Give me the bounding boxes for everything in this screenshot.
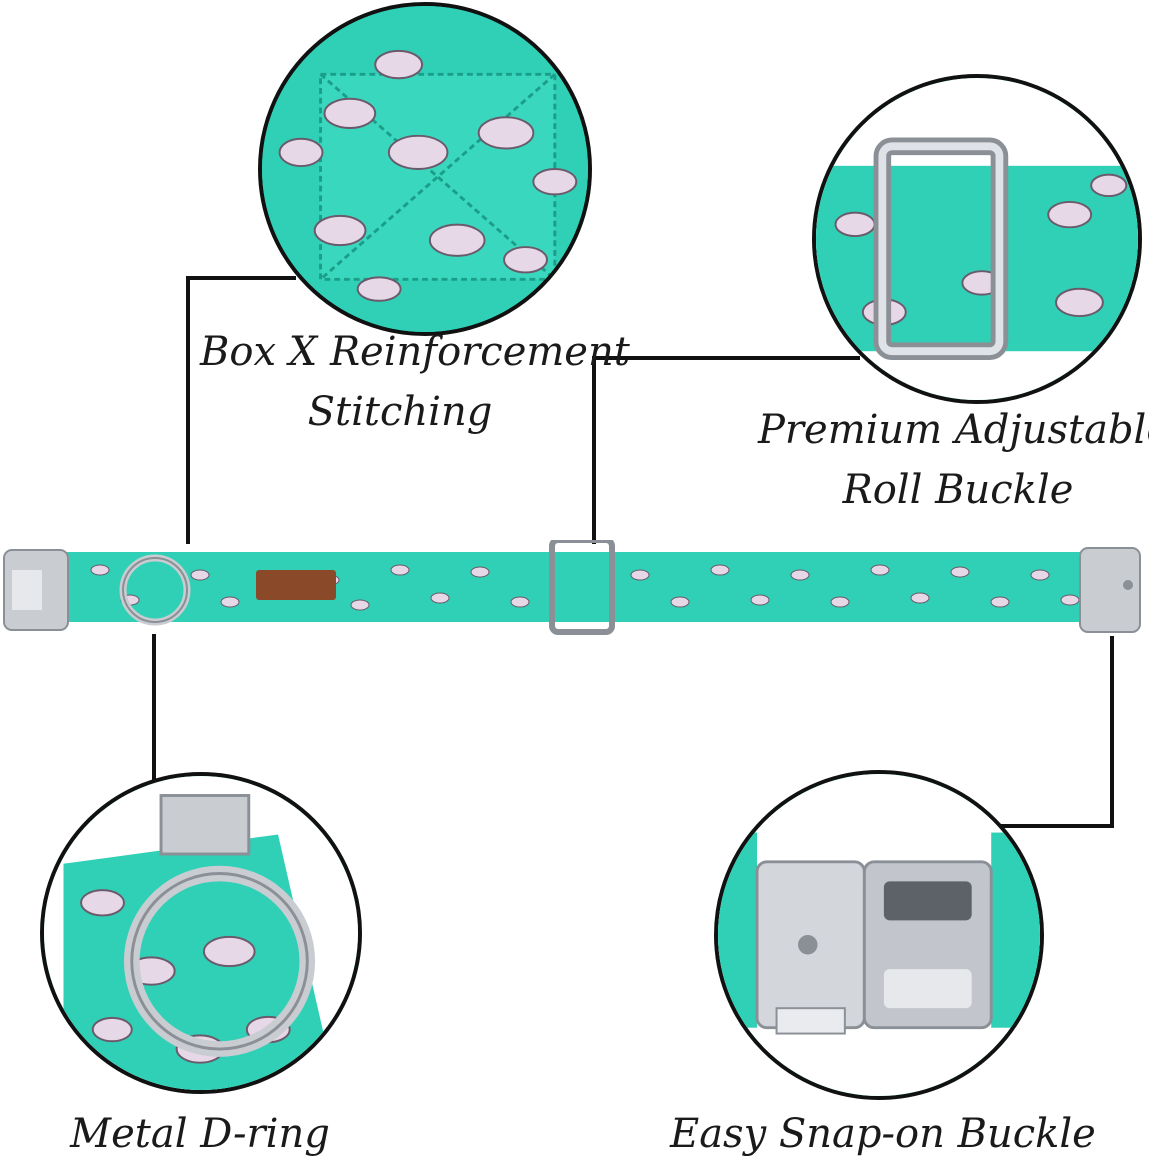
connector-line-stitching-top [186, 276, 296, 280]
connector-line-roll-buckle-top [592, 356, 860, 360]
connector-line-snap-buckle-bottom [990, 824, 1114, 828]
caption-roll-buckle: Premium Adjustable Roll Buckle [758, 400, 1149, 520]
caption-snap-buckle: Easy Snap-on Buckle [670, 1111, 1096, 1157]
snap-buckle-zoom-icon [718, 774, 1040, 1096]
caption-roll-buckle-line2: Roll Buckle [842, 467, 1074, 513]
snap-buckle-zoom-circle [714, 770, 1044, 1100]
d-ring-zoom-icon [44, 776, 358, 1090]
connector-line-d-ring [152, 634, 156, 784]
stitching-zoom-circle [258, 2, 592, 336]
caption-stitching-line1: Box X Reinforcement [200, 329, 630, 375]
caption-d-ring: Metal D-ring [70, 1111, 330, 1157]
caption-stitching: Box X Reinforcement Stitching [200, 322, 630, 442]
connector-line-stitching [186, 276, 190, 544]
roll-buckle-zoom-circle [812, 74, 1142, 404]
connector-line-snap-buckle [1110, 636, 1114, 828]
stitching-zoom-icon [262, 6, 588, 332]
connector-line-roll-buckle [592, 356, 596, 544]
caption-roll-buckle-line1: Premium Adjustable [758, 407, 1149, 453]
caption-stitching-line2: Stitching [307, 389, 493, 435]
roll-buckle-zoom-icon [816, 78, 1138, 400]
collar-strip [3, 540, 1141, 635]
d-ring-zoom-circle [40, 772, 362, 1094]
